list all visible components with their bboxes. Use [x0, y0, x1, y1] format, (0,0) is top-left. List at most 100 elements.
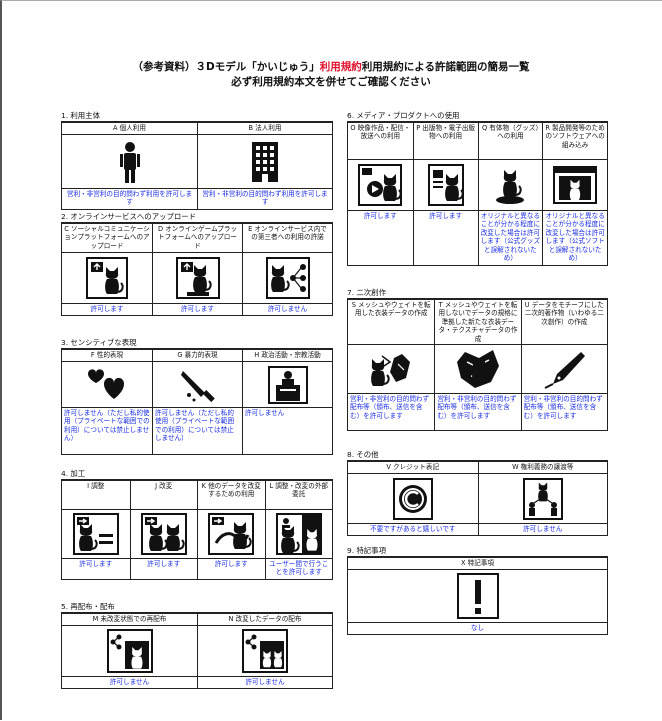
permission-cell-special-notes: X 特記事項 なし — [348, 558, 607, 634]
permission-header: R 製品開発等のためのソフトウェアへの組み込み — [543, 123, 607, 160]
section-title: 7. 二次創作 — [347, 288, 386, 297]
video-icon — [358, 164, 403, 206]
section-sensitive-expression: 3. センシティブな表現 F 性的表現 許可しません（ただし私的使用（プライベー… — [61, 337, 333, 455]
permission-header: F 性的表現 — [62, 350, 152, 362]
page-subtitle: 必ず利用規約本文を併せてご確認ください — [231, 76, 431, 88]
permission-note: なし — [470, 624, 485, 632]
permission-header: O 映像作品・配信・放送への利用 — [348, 123, 413, 160]
permission-header: L 調整・改変の外部委託 — [265, 481, 332, 510]
title-terms-link[interactable]: 利用規約 — [319, 61, 362, 73]
permission-note: 許可しません — [523, 525, 563, 533]
permission-note: 許可しません — [267, 305, 308, 313]
figure-icon — [496, 169, 525, 204]
permission-header: S メッシュやウェイトを転用した衣装データの作成 — [348, 300, 435, 345]
section-user-type: 1. 利用主体 A 個人利用 営利・非営利の目的問わず利用を許可します B 法人… — [61, 110, 333, 210]
permission-note: 営利・非営利の目的問わず利用を許可します — [66, 190, 193, 207]
permission-note: 営利・非営利の目的問わず利用を許可します — [202, 190, 328, 207]
permission-note: オリジナルと異なることが分かる程度に改変した場合は許可します（公式ソフトと誤解さ… — [545, 212, 605, 263]
costume-icon — [370, 354, 411, 387]
permission-header: X 特記事項 — [348, 558, 607, 570]
title-suffix: 利用規約による許諾範囲の簡易一覧 — [361, 61, 530, 73]
permission-note: 許可します — [363, 212, 397, 220]
permission-header: W 権利義務の譲渡等 — [478, 462, 607, 474]
permission-note: 許可します — [147, 560, 181, 568]
permission-header: B 法人利用 — [198, 123, 332, 135]
person-icon — [119, 141, 140, 183]
permission-cell-fan-creation: U データをモチーフにした二次的著作物（いわゆる二次創作）の作成 営利・非営利の… — [520, 300, 607, 430]
publication-icon — [427, 164, 464, 206]
permission-header: I 調整 — [62, 481, 130, 510]
permission-header: J 改変 — [130, 481, 197, 510]
permission-cell-third-party-license: E オンラインサービス内での第三者への利用の許諾 許可しません — [242, 224, 332, 315]
share-third-party-icon — [265, 257, 310, 299]
software-icon — [553, 166, 598, 204]
permission-header: C ソーシャルコミュニケーションプラットフォームへのアップロード — [62, 224, 152, 253]
section-title: 1. 利用主体 — [61, 111, 100, 120]
section-title: 9. 特記事項 — [347, 546, 386, 555]
exclamation-icon — [456, 573, 499, 619]
permission-cell-derivative-use: K 他のデータを改変するための利用 許可します — [197, 481, 265, 579]
permission-header: E オンラインサービス内での第三者への利用の許諾 — [243, 224, 332, 253]
redistribute-icon — [106, 629, 153, 673]
section-special-notes: 9. 特記事項 X 特記事項 なし — [347, 545, 608, 635]
permission-note: 営利・非営利の目的問わず配布等（頒布、送信を含む）を許可します — [350, 395, 430, 420]
permission-cell-credit: V クレジット表記 不要ですがあると嬉しいです — [348, 462, 478, 535]
permission-note: 許可します — [79, 560, 113, 568]
section-processing: 4. 加工 I 調整 許可します J 改変 許可します K 他のデータを改変する… — [61, 468, 333, 580]
permission-header: N 改変したデータの配布 — [198, 614, 332, 626]
permission-note: 許可しません — [245, 409, 285, 417]
permission-note: 許可します — [429, 212, 463, 220]
permission-cell-unmodified-redistribution: M 未改変状態での再配布 許可しません — [62, 614, 197, 688]
section-title: 6. メディア・プロダクトへの使用 — [347, 111, 460, 120]
permission-header: D オンラインゲームプラットフォームへのアップロード — [153, 224, 242, 253]
permission-note: 許可します — [214, 560, 248, 568]
section-media-products: 6. メディア・プロダクトへの使用 O 映像作品・配信・放送への利用 許可します… — [347, 110, 608, 266]
permission-cell-sexual-expression: F 性的表現 許可しません（ただし私的使用（プライベートな範囲での利用）について… — [62, 350, 152, 454]
section-title: 5. 再配布・配布 — [61, 602, 115, 611]
adjust-icon — [72, 513, 119, 555]
page-title: （参考資料）３Dモデル「かいじゅう」利用規約利用規約による許諾範囲の簡易一覧 必… — [0, 60, 662, 90]
pen-nib-icon — [544, 352, 586, 389]
permission-note: 許可しません — [109, 678, 150, 686]
permission-header: K 他のデータを改変するための利用 — [198, 481, 265, 510]
podium-icon — [267, 365, 308, 404]
section-derivative-works: 7. 二次創作 S メッシュやウェイトを転用した衣装データの作成 営利・非営利の… — [347, 287, 608, 431]
permission-note: 許可します — [181, 305, 214, 313]
permission-header: M 未改変状態での再配布 — [62, 614, 197, 626]
copyright-icon — [392, 477, 433, 520]
section-title: 8. その他 — [347, 450, 379, 459]
outsourcing-icon — [275, 513, 322, 555]
permission-header: V クレジット表記 — [348, 462, 478, 474]
permission-cell-political-religious: H 政治活動・宗教活動 許可しません — [242, 350, 332, 454]
permission-header: G 暴力的表現 — [153, 350, 242, 362]
texture-icon — [456, 350, 499, 388]
permission-header: Q 有体物（グッズ）への利用 — [478, 123, 543, 160]
permission-cell-modified-distribution: N 改変したデータの配布 許可しません — [197, 614, 332, 688]
permission-note: 許可しません — [245, 678, 285, 686]
permission-cell-adjustment: I 調整 許可します — [62, 481, 130, 579]
permission-cell-costume-data: S メッシュやウェイトを転用した衣装データの作成 営利・非営利の目的問わず配布等… — [348, 300, 435, 430]
permission-cell-social-upload: C ソーシャルコミュニケーションプラットフォームへのアップロード 許可します — [62, 224, 152, 315]
tail-icon — [208, 513, 255, 555]
section-redistribution: 5. 再配布・配布 M 未改変状態での再配布 許可しません N 改変したデータの… — [61, 601, 333, 689]
permission-cell-game-upload: D オンラインゲームプラットフォームへのアップロード 許可します — [152, 224, 242, 315]
upload-game-icon — [175, 257, 220, 299]
permission-header: A 個人利用 — [62, 123, 197, 135]
permission-note: オリジナルと異なることが分かる程度に改変した場合は許可します（公式グッズと誤解さ… — [480, 212, 541, 263]
permission-cell-corporate-use: B 法人利用 営利・非営利の目的問わず利用を許可します — [197, 123, 332, 209]
permission-cell-violent-expression: G 暴力的表現 許可しません（ただし私的使用（プライベートな範囲での利用）につい… — [152, 350, 242, 454]
permission-cell-personal-use: A 個人利用 営利・非営利の目的問わず利用を許可します — [62, 123, 197, 209]
office-building-icon — [252, 141, 278, 182]
permission-cell-rights-transfer: W 権利義務の譲渡等 許可しません — [477, 462, 607, 535]
knife-icon — [180, 370, 215, 402]
section-title: 4. 加工 — [61, 469, 86, 478]
permission-cell-outsourcing: L 調整・改変の外部委託 ユーザー間で行うことを許可します — [264, 481, 332, 579]
permission-note: ユーザー間で行うことを許可します — [269, 560, 329, 577]
permission-cell-modification: J 改変 許可します — [129, 481, 197, 579]
permission-header: P 出版物・電子出版物への利用 — [413, 123, 478, 160]
permission-note: 営利・非営利の目的問わず配布等（頒布、送信を含む）を許可します — [437, 395, 517, 420]
section-online-upload: 2. オンラインサービスへのアップロード C ソーシャルコミュニケーションプラッ… — [61, 211, 333, 316]
title-prefix: （参考資料）３Dモデル「かいじゅう」 — [132, 61, 320, 73]
distribute-modified-icon — [242, 629, 288, 673]
